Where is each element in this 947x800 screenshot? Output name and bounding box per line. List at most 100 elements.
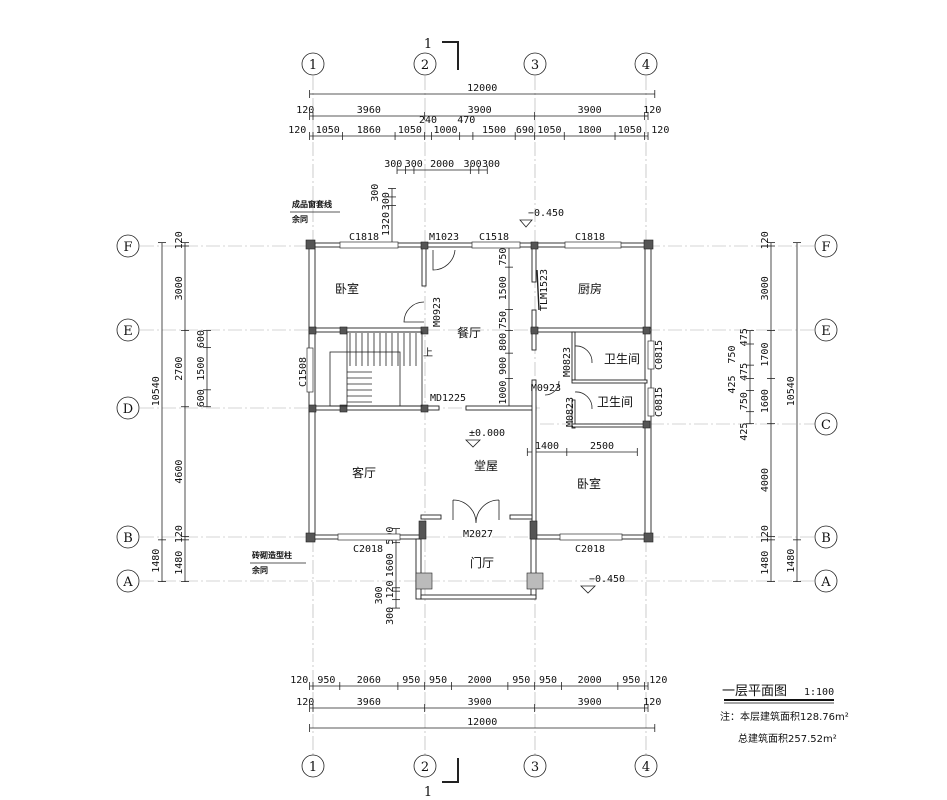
dimension-label: 1480 [174,551,185,575]
dimension-label: 300 [384,159,402,170]
dimension-label: 1320 [381,212,392,236]
doors [403,249,593,524]
window-code: C0815 [654,340,665,370]
dimension-label: 2500 [590,441,614,452]
dimension-label: 10540 [151,376,162,406]
elevation-north: −0.450 [528,208,564,219]
dimension-label: 120 [649,675,667,686]
window-code: C2018 [353,544,383,555]
staircase [329,331,423,407]
room-bathroom-1: 卫生间 [604,352,640,366]
dimension-label: 120 [643,697,661,708]
axis-bubble-2: 2 [413,52,437,76]
dimension-label: 1050 [618,125,642,136]
dimension-label: 950 [429,675,447,686]
window-code: C2018 [575,544,605,555]
dimension-label: 950 [317,675,335,686]
dimension-label: 120 [651,125,669,136]
dimension-label: 1860 [357,125,381,136]
dimension-label: 1480 [786,549,797,573]
room-dining: 餐厅 [457,325,481,340]
axis-bubble-1: 1 [301,52,325,76]
dimension-label: 120 [760,231,771,249]
dimension-label: 120 [643,105,661,116]
axis-bubble-B-left: B [116,525,140,549]
dimension-label: 300 [381,192,392,210]
dimension-label: 2000 [430,159,454,170]
dimension-label: 1500 [482,125,506,136]
axis-bubble-4: 4 [634,52,658,76]
axis-bubble-3: 3 [523,52,547,76]
structural-columns [305,239,654,590]
dimension-label: 300 [405,159,423,170]
door-code: M0923 [531,383,561,394]
dimension-label: 300 [370,184,381,202]
dimension-label: 475 [739,328,750,346]
dimension-label: 950 [539,675,557,686]
room-bedroom-se: 卧室 [577,476,601,491]
window-code: C1818 [575,232,605,243]
room-labels: 卧室 餐厅 厨房 卫生间 卫生间 客厅 堂屋 卧室 门厅 上 [335,281,640,570]
window-code: C0815 [654,387,665,417]
dimension-label: 950 [402,675,420,686]
svg-text:B: B [821,531,831,546]
dimension-label: 3900 [468,697,492,708]
section-mark-bottom: 1 [424,758,459,800]
dimension-label: 3960 [357,105,381,116]
dimension-label: 1000 [498,381,509,405]
dimension-label: 300 [374,586,385,604]
axis-bubble-C-right: C [814,412,838,436]
dimension-label: 470 [457,115,475,126]
svg-text:B: B [123,531,133,546]
door-code: M0923 [432,297,443,327]
elevation-floor: ±0.000 [469,428,505,439]
svg-text:A: A [820,575,831,590]
area-note-floor: 注：本层建筑面积128.76m² [720,710,849,723]
dimension-label: 1600 [385,553,396,577]
room-hall: 堂屋 [474,459,498,473]
svg-text:砖砌造型柱: 砖砌造型柱 [252,550,292,560]
drawing-title-block: 一层平面图 1:100 注：本层建筑面积128.76m² 总建筑面积257.52… [720,684,849,745]
dimension-label: 120 [296,105,314,116]
axis-bubble-3-bottom: 3 [523,754,547,778]
dimension-label: 120 [760,525,771,543]
room-foyer: 门厅 [470,555,494,570]
stair-up-label: 上 [423,347,433,359]
dimension-label: 10540 [786,376,797,406]
dimension-label: 2000 [468,675,492,686]
axis-bubble-A-right: A [814,569,838,593]
svg-text:C: C [821,418,831,433]
window-code: C1818 [349,232,379,243]
dimension-label: 1700 [760,343,771,367]
axis-bubble-D-left: D [116,396,140,420]
door-code: TLM1523 [539,269,550,311]
dimension-label: 600 [196,330,207,348]
svg-text:4: 4 [642,58,650,73]
drawing-scale: 1:100 [804,687,834,698]
windows [306,241,655,541]
dimension-label: 3900 [578,697,602,708]
svg-text:余同: 余同 [291,214,308,224]
dimension-label: 4600 [174,460,185,484]
axis-bubble-4-bottom: 4 [634,754,658,778]
dimension-label: 120 [174,525,185,543]
dimension-label: 950 [512,675,530,686]
dimension-label: 120 [174,231,185,249]
dimension-label: 1800 [578,125,602,136]
dimension-label: 475 [739,363,750,381]
elevation-marks: ±0.000 −0.450 −0.450 [465,208,625,594]
section-mark-top: 1 [424,37,459,70]
axis-grid [140,76,815,755]
dimension-label: 600 [196,389,207,407]
dimension-label: 120 [290,675,308,686]
room-bathroom-2: 卫生间 [597,395,633,409]
svg-text:2: 2 [421,760,429,775]
dimension-label: 1000 [433,125,457,136]
elevation-south: −0.450 [589,574,625,585]
room-living: 客厅 [352,465,376,480]
dimension-label: 750 [498,248,509,266]
svg-text:1: 1 [424,37,432,52]
